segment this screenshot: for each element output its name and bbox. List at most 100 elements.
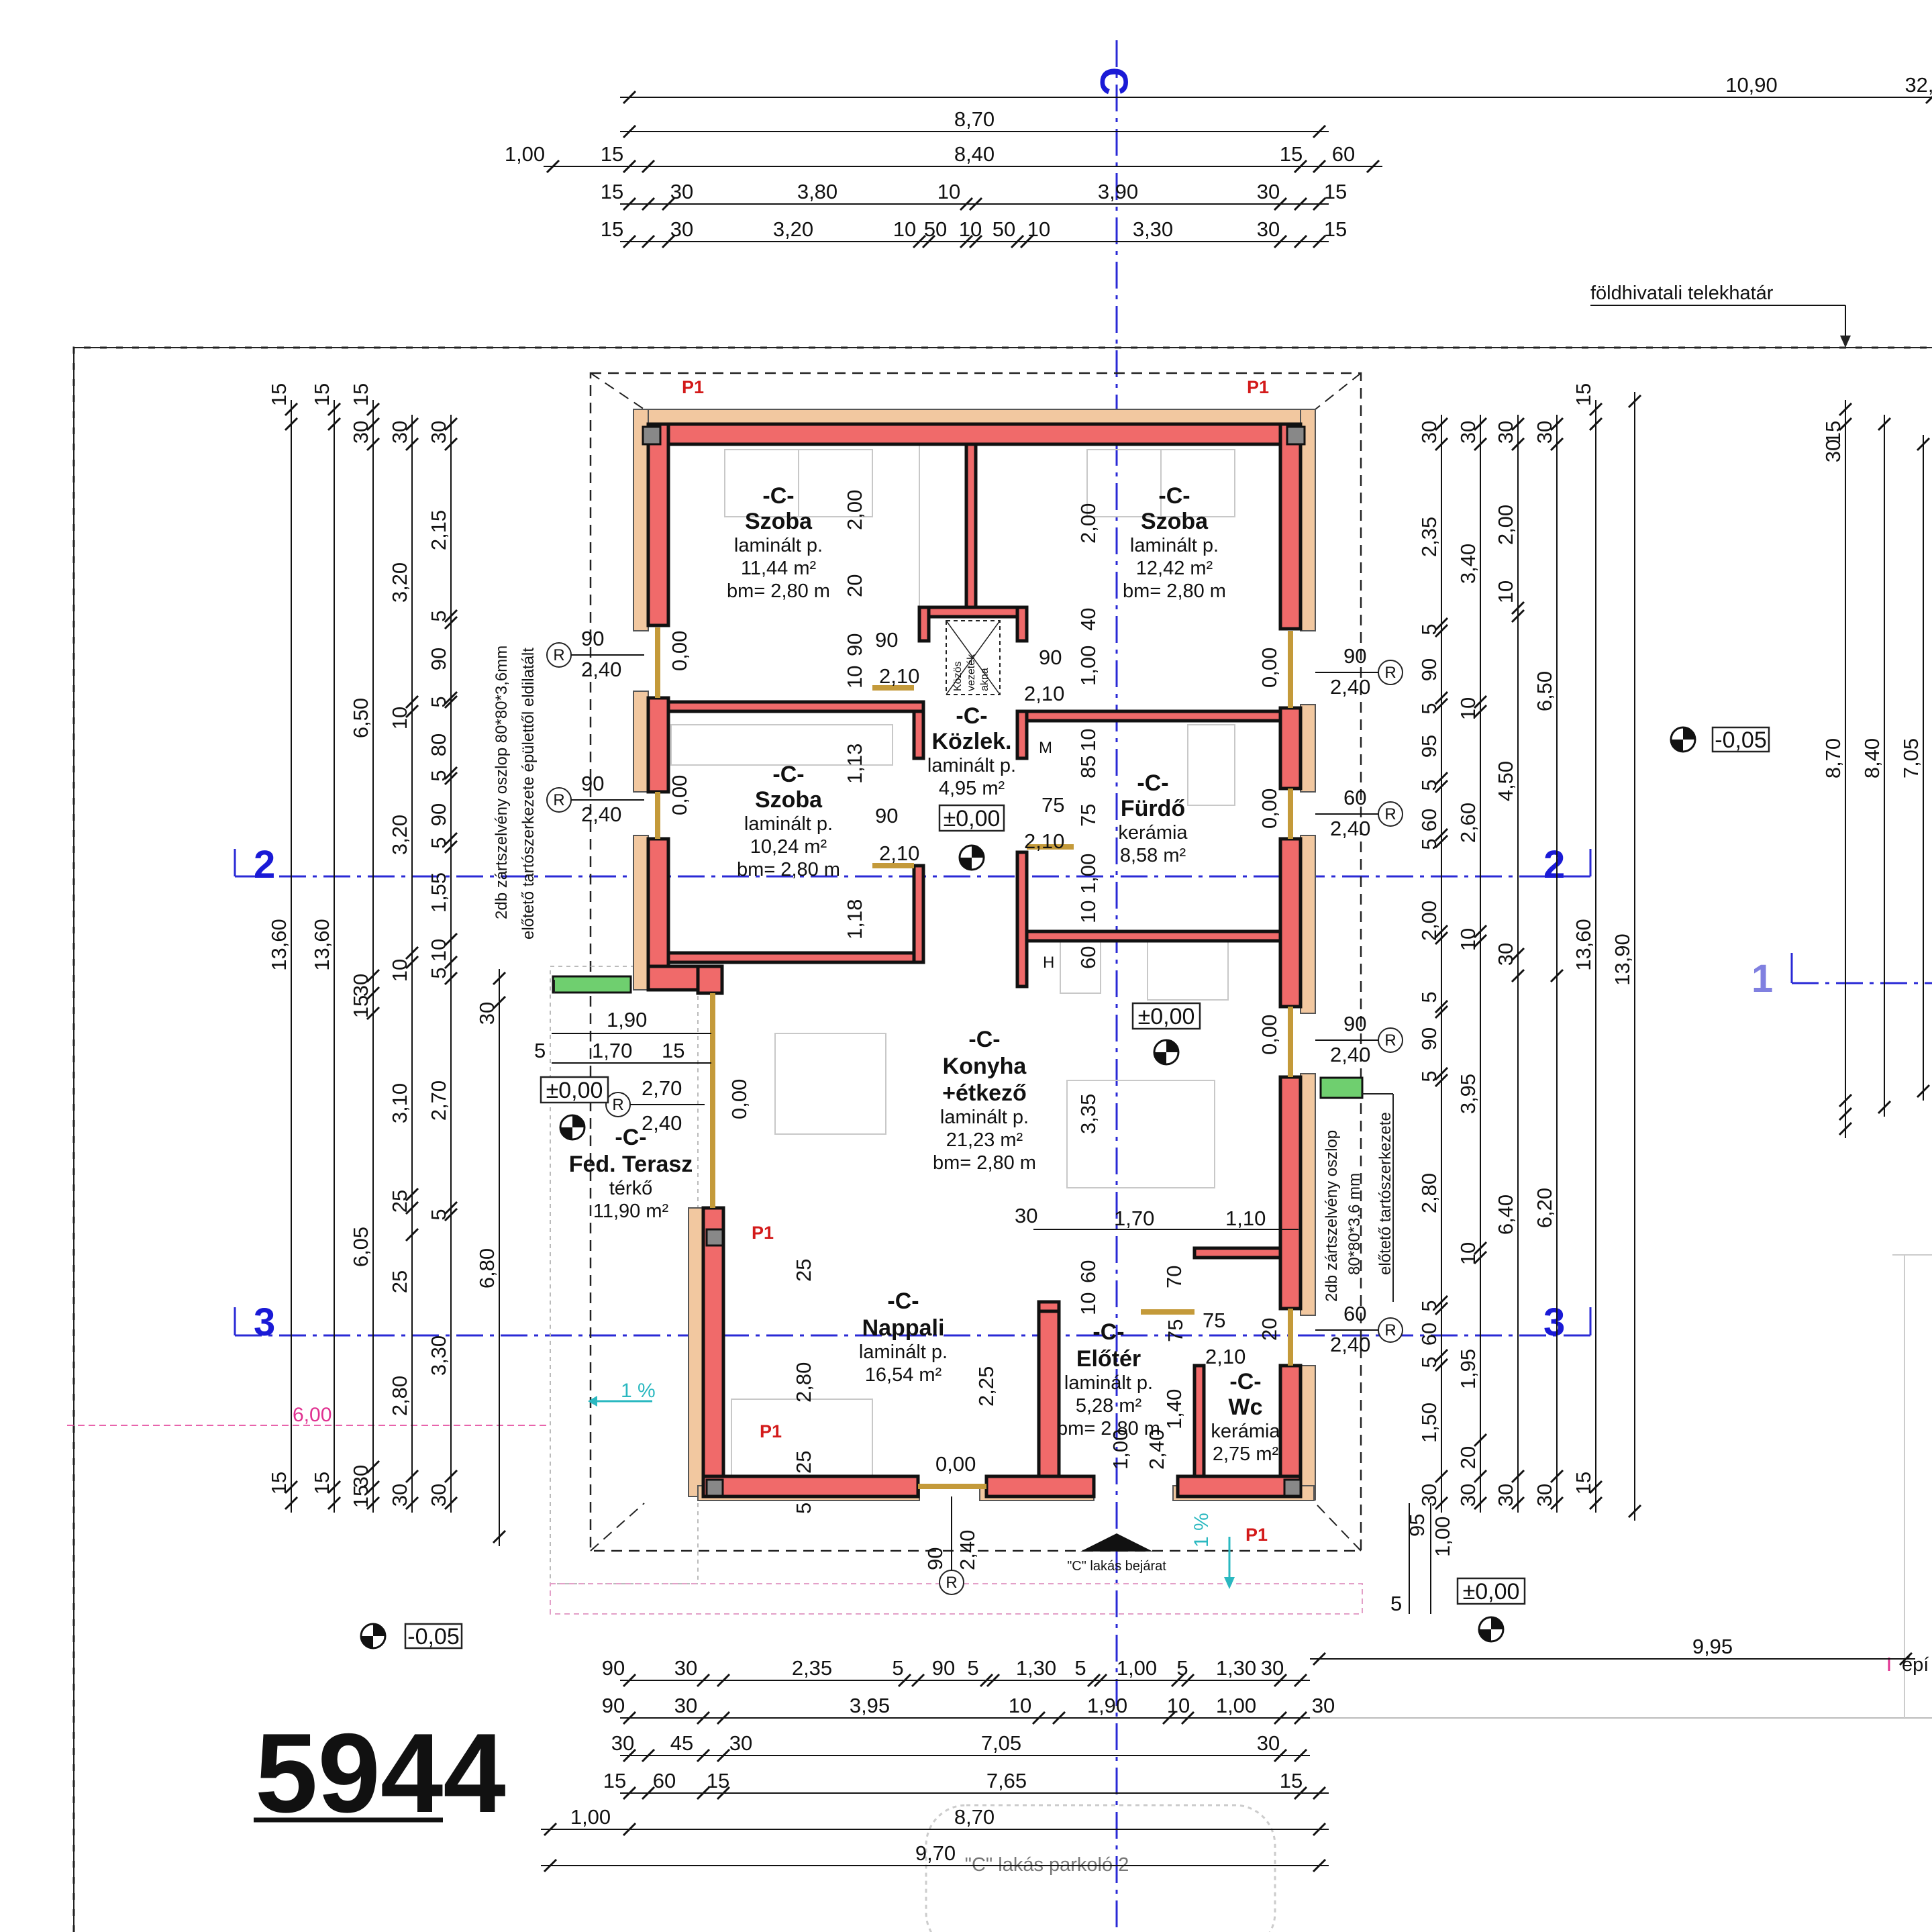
top-row1-tick-1: [1312, 124, 1327, 139]
svg-text:25: 25: [792, 1451, 815, 1474]
left-col-c-tick-4: [366, 986, 380, 1001]
right-col-b-tick-7: [1473, 1250, 1488, 1265]
top-row2-label-0: 1,00: [505, 142, 545, 166]
left-col-e-tick-8: [444, 831, 458, 846]
left-col-a-label-1: 13,60: [267, 919, 291, 971]
right-col-a-tick-3: [1434, 623, 1449, 638]
right-col-c-tick-6: [1511, 1469, 1525, 1484]
interior-dims: 2,00 90 2,10 20 90 10 1,13 90 2,10 1,18 …: [534, 490, 1454, 1615]
svg-text:-C-: -C-: [887, 1288, 919, 1314]
room-eloter: -C- Előtér laminált p. 5,28 m² bm= 2,80 …: [1057, 1319, 1160, 1439]
right-far-3-tick-0: [1916, 437, 1931, 452]
entrance-marker: "C" lakás bejárat 1 % 1 %: [588, 1380, 1235, 1589]
svg-text:1,90: 1,90: [607, 1008, 647, 1031]
bottom-row4-tick-5: [1312, 1786, 1327, 1800]
top-row3-tick-2: [661, 197, 676, 211]
bottom-row1-tick-1: [696, 1673, 711, 1688]
svg-text:±0,00: ±0,00: [546, 1078, 603, 1103]
level-entrance: ±0,00: [1456, 1577, 1526, 1643]
right-col-a-label-15: 60: [1417, 1323, 1441, 1345]
left-col-b-label-0: 15: [310, 383, 334, 406]
bottom-row1-label-4: 90: [932, 1656, 955, 1680]
left-col-c-label-3: 30: [349, 974, 372, 997]
left-col-d-label-1: 3,20: [388, 562, 411, 603]
right-col-a-tick-1: [1434, 437, 1449, 452]
svg-text:-C-: -C-: [1229, 1369, 1261, 1394]
left-col-b-label-2: 15: [310, 1472, 334, 1494]
left-col-d-tick-4: [405, 946, 419, 960]
left-col-e-label-2: 5: [427, 610, 450, 621]
axis-3-left-label: 3: [254, 1301, 275, 1344]
top-row2-label-4: 60: [1332, 142, 1355, 166]
right-col-a-label-2: 5: [1417, 623, 1441, 635]
svg-text:1,00: 1,00: [1109, 1429, 1132, 1470]
svg-text:2,00: 2,00: [843, 490, 866, 530]
svg-text:R: R: [1384, 805, 1396, 823]
svg-text:1,13: 1,13: [843, 744, 866, 784]
right-col-d-tick-3: [1549, 1469, 1564, 1484]
room-szoba-2: -C- Szoba laminált p. 12,42 m² bm= 2,80 …: [1123, 483, 1226, 602]
svg-text:0,00: 0,00: [727, 1079, 751, 1119]
top-row1: 8,70: [620, 107, 1329, 139]
svg-text:2,10: 2,10: [1024, 682, 1064, 705]
property-boundary: földhivatali telekhatár: [72, 283, 1932, 1932]
right-col-c-tick-2: [1511, 601, 1525, 615]
left-col-a-tick-0: [284, 402, 299, 417]
svg-text:25: 25: [792, 1259, 815, 1282]
left-col-c-label-1: 30: [349, 421, 372, 444]
svg-text:20: 20: [1258, 1318, 1281, 1341]
right-col-a-tick-4: [1434, 691, 1449, 705]
right-col-b-label-7: 1,95: [1456, 1349, 1480, 1389]
top-overall-tick-0: [622, 90, 637, 105]
svg-text:0,00: 0,00: [668, 631, 691, 671]
svg-text:5: 5: [534, 1039, 546, 1062]
axis-2-left-label: 2: [254, 843, 275, 886]
bottom-row4-tick-1: [641, 1786, 656, 1800]
svg-text:75: 75: [1076, 804, 1100, 827]
plot-number: 5944: [255, 1710, 506, 1836]
right-col-e-tick-0: [1588, 402, 1603, 417]
svg-text:3,35: 3,35: [1076, 1094, 1100, 1134]
left-col-d-tick-10: [405, 1496, 419, 1511]
svg-text:90: 90: [581, 772, 604, 795]
right-col-c-label-2: 10: [1494, 580, 1517, 603]
bottom-row1-label-9: 5: [1176, 1656, 1188, 1680]
left-col-d-tick-2: [405, 695, 419, 709]
svg-text:2,25: 2,25: [974, 1366, 998, 1407]
left-col-e-label-4: 5: [427, 696, 450, 707]
bottom-right-far-label-0: 9,95: [1692, 1635, 1733, 1658]
bottom-row2-tick-0: [622, 1711, 637, 1725]
left-col-d-tick-0: [405, 417, 419, 431]
svg-text:-C-: -C-: [1092, 1319, 1124, 1345]
right-col-f: 13,90: [1611, 392, 1642, 1521]
axis-2-right-label: 2: [1543, 843, 1565, 886]
svg-text:16,54 m²: 16,54 m²: [865, 1364, 942, 1386]
right-far-tick-1: [1838, 417, 1853, 431]
svg-text:2,40: 2,40: [581, 658, 621, 681]
svg-text:5: 5: [792, 1503, 815, 1514]
top-row4-tick-9: [1273, 234, 1288, 249]
svg-text:75: 75: [1041, 793, 1064, 817]
left-col-d-label-7: 25: [388, 1270, 411, 1293]
right-col-b-tick-6: [1473, 1241, 1488, 1256]
left-col-e-label-10: 10: [427, 939, 450, 962]
right-far-label-2: 8,70: [1821, 738, 1845, 778]
left-col-f-tick-0: [492, 971, 507, 986]
bottom-row4-tick-0: [622, 1786, 637, 1800]
bottom-row1-label-0: 90: [602, 1656, 625, 1680]
bottom-row1-label-7: 5: [1074, 1656, 1086, 1680]
bottom-row1-label-8: 1,00: [1117, 1656, 1157, 1680]
bottom-right-far-tick-1: [1898, 1651, 1913, 1666]
svg-text:40: 40: [1076, 608, 1100, 631]
right-far-tick-0: [1838, 402, 1853, 417]
bottom-row4-label-2: 15: [707, 1769, 729, 1792]
left-col-e-tick-13: [444, 1201, 458, 1215]
right-col-b-tick-2: [1473, 695, 1488, 709]
left-col-d-label-8: 2,80: [388, 1376, 411, 1416]
boundary-label: földhivatali telekhatár: [1590, 283, 1774, 304]
room-labels: -C- Szoba laminált p. 11,44 m² bm= 2,80 …: [569, 483, 1281, 1465]
bottom-row2-label-0: 90: [602, 1694, 625, 1717]
right-far-3-tick-1: [1916, 1084, 1931, 1099]
right-far-2-label-0: 8,40: [1860, 738, 1884, 778]
